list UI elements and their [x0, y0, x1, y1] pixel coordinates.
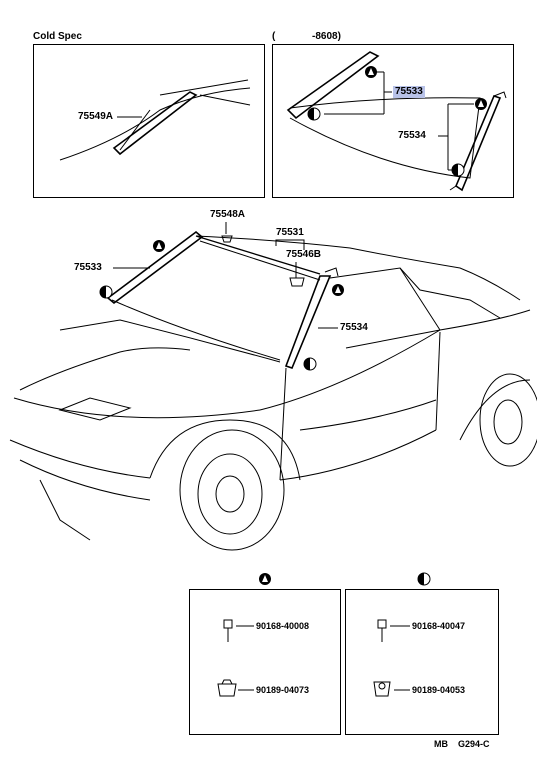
- tr-glass: [289, 97, 481, 179]
- part-75549A: 75549A: [78, 111, 114, 122]
- car-bumper-lower: [19, 459, 151, 501]
- car-molding-75533: [106, 230, 204, 305]
- panel-cold-spec: [33, 44, 265, 198]
- tl-windshield-line: [199, 94, 251, 106]
- tl-curve-1: [119, 109, 151, 151]
- car-hood-crease: [19, 347, 191, 391]
- car-hood-front: [13, 397, 261, 419]
- car-front-rim: [197, 453, 263, 535]
- part-75531: 75531: [276, 227, 304, 238]
- car-door-rear: [435, 331, 441, 431]
- fastener-a-bolt-label: 90168-40008: [256, 621, 310, 631]
- car-chin: [39, 479, 91, 541]
- tl-roof-line: [59, 87, 251, 161]
- symbol-a-icon-4: [332, 284, 344, 296]
- car-bumper-line: [9, 439, 151, 479]
- car-front-tire: [179, 429, 285, 551]
- tr-top-tip: [493, 91, 507, 99]
- car-headlight: [58, 397, 132, 421]
- car-hood-rear: [59, 319, 281, 363]
- panel-title-open: (: [272, 31, 276, 42]
- fastener-a-clip-label: 90189-04073: [256, 685, 310, 695]
- symbol-a-icon-1: [365, 66, 377, 78]
- car-door-front: [279, 367, 287, 481]
- part-75546B: 75546B: [286, 249, 322, 260]
- car-rear-rim: [493, 399, 523, 445]
- symbol-b-icon-3: [99, 285, 113, 299]
- car-rear-arch: [459, 379, 531, 441]
- car-molding-75534: [284, 275, 332, 369]
- car-roof-molding-75531: [195, 235, 321, 275]
- panel-title-range: -8608): [312, 31, 341, 42]
- fastener-b-clip: [373, 681, 391, 697]
- car-front-hub: [215, 475, 245, 513]
- car-clip-75546B: [289, 277, 305, 287]
- car-belt-line: [259, 309, 531, 411]
- fastener-a-bolt: [223, 619, 233, 642]
- tr-molding-75534: [455, 95, 502, 192]
- fastener-b-bolt: [377, 619, 387, 642]
- symbol-a-icon-legend: [259, 573, 271, 585]
- car-front-arch: [149, 419, 301, 481]
- part-75548A: 75548A: [210, 209, 246, 220]
- symbol-a-icon-2: [475, 98, 487, 110]
- fastener-b-clip-label: 90189-04053: [412, 685, 466, 695]
- fastener-a-clip: [217, 679, 237, 697]
- symbol-a-icon-3: [153, 240, 165, 252]
- symbol-b-icon-legend: [417, 572, 431, 586]
- car-leader-75531-bracket: [275, 239, 305, 250]
- car-side-crease: [299, 399, 437, 431]
- panel-fastener-a: [189, 589, 341, 735]
- car-clip-75548A: [221, 235, 233, 243]
- car-roof: [195, 235, 521, 301]
- car-sill: [279, 429, 437, 481]
- car-rear-tire: [479, 373, 537, 467]
- fastener-b-bolt-label: 90168-40047: [412, 621, 466, 631]
- symbol-b-icon-1: [307, 107, 321, 121]
- tr-bottom-tip: [449, 185, 457, 191]
- symbol-b-icon-2: [451, 163, 465, 177]
- car-rear-window: [399, 267, 501, 319]
- part-75533-main: 75533: [74, 262, 102, 273]
- part-75534-main: 75534: [340, 322, 368, 333]
- car-pillar-top: [324, 267, 339, 277]
- panel-title-cold-spec: Cold Spec: [33, 31, 82, 42]
- tl-top-line: [159, 79, 249, 96]
- footer-code-b: G294-C: [458, 739, 490, 749]
- panel-fastener-b: [345, 589, 499, 735]
- tl-molding-75549A: [112, 91, 198, 156]
- car-roof-molding-inner: [199, 240, 321, 281]
- car-side-window: [329, 267, 441, 349]
- symbol-b-icon-4: [303, 357, 317, 371]
- car-windshield-bottom: [111, 299, 281, 361]
- tr-molding-75533: [286, 51, 380, 120]
- part-75533-highlight: 75533: [393, 86, 425, 98]
- footer-code-a: MB: [434, 739, 448, 749]
- panel-early-model: [272, 44, 514, 198]
- part-75534-top: 75534: [398, 130, 426, 141]
